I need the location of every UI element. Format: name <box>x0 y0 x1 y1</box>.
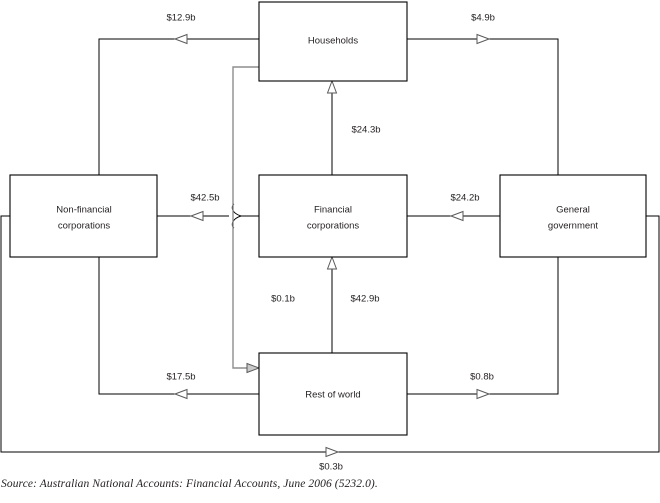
arrow-head-fincorp-nonfin <box>189 210 204 222</box>
node-box-financial-corporations <box>258 174 408 258</box>
node-box-households <box>258 1 408 82</box>
flow-line-households-nonfin <box>98 38 259 175</box>
node-households[interactable]: Households <box>258 1 408 82</box>
node-financial-corporations[interactable]: Financial corporations <box>258 174 408 258</box>
node-box-rest-of-world <box>258 352 408 436</box>
node-label-financial-corporations-line2: corporations <box>307 221 360 232</box>
node-label-households: Households <box>308 36 358 47</box>
arrow-head-households-nonfin <box>173 33 188 45</box>
arrow-head-fincorp-households <box>326 79 338 94</box>
node-label-non-financial-corporations-line2: corporations <box>58 221 111 232</box>
node-label-general-government-line2: government <box>548 221 599 232</box>
flow-label-households-nonfin: $12.9b <box>166 13 195 24</box>
flow-label-government-fincorp: $24.2b <box>450 193 479 204</box>
flow-label-households-government: $4.9b <box>471 13 495 24</box>
flow-label-restofworld-nonfin: $17.5b <box>166 372 195 383</box>
flow-label-fincorp-nonfin: $42.5b <box>190 193 219 204</box>
arrow-head-restofworld-nonfin <box>173 388 188 400</box>
node-box-general-government <box>499 174 647 258</box>
source-note: Source: Australian National Accounts: Fi… <box>1 478 378 490</box>
node-label-general-government-line1: General <box>556 205 590 216</box>
arrow-head-restofworld-government <box>476 388 491 400</box>
flow-label-restofworld-fincorp: $42.9b <box>350 294 379 305</box>
flow-line-restofworld-government <box>407 257 559 395</box>
arrow-head-government-fincorp <box>449 210 464 222</box>
flow-label-households-restofworld: $0.1b <box>271 294 295 305</box>
node-non-financial-corporations[interactable]: Non-financial corporations <box>9 174 158 258</box>
flow-label-restofworld-government: $0.8b <box>470 372 494 383</box>
node-label-non-financial-corporations-line1: Non-financial <box>56 205 111 216</box>
arrow-head-households-restofworld <box>246 362 261 374</box>
flow-line-households-restofworld <box>232 66 259 369</box>
flow-line-restofworld-nonfin <box>98 257 259 395</box>
node-label-rest-of-world: Rest of world <box>305 390 360 401</box>
node-rest-of-world[interactable]: Rest of world <box>258 352 408 436</box>
arrow-head-restofworld-fincorp <box>326 255 338 270</box>
node-label-financial-corporations-line1: Financial <box>314 205 352 216</box>
flow-line-households-government <box>407 38 559 175</box>
flow-label-nonfin-government: $0.3b <box>319 462 343 473</box>
arrow-head-households-government <box>476 33 491 45</box>
flow-label-fincorp-households: $24.3b <box>351 125 380 136</box>
node-box-non-financial-corporations <box>9 174 158 258</box>
node-general-government[interactable]: General government <box>499 174 647 258</box>
arrow-head-nonfin-government <box>325 446 340 458</box>
